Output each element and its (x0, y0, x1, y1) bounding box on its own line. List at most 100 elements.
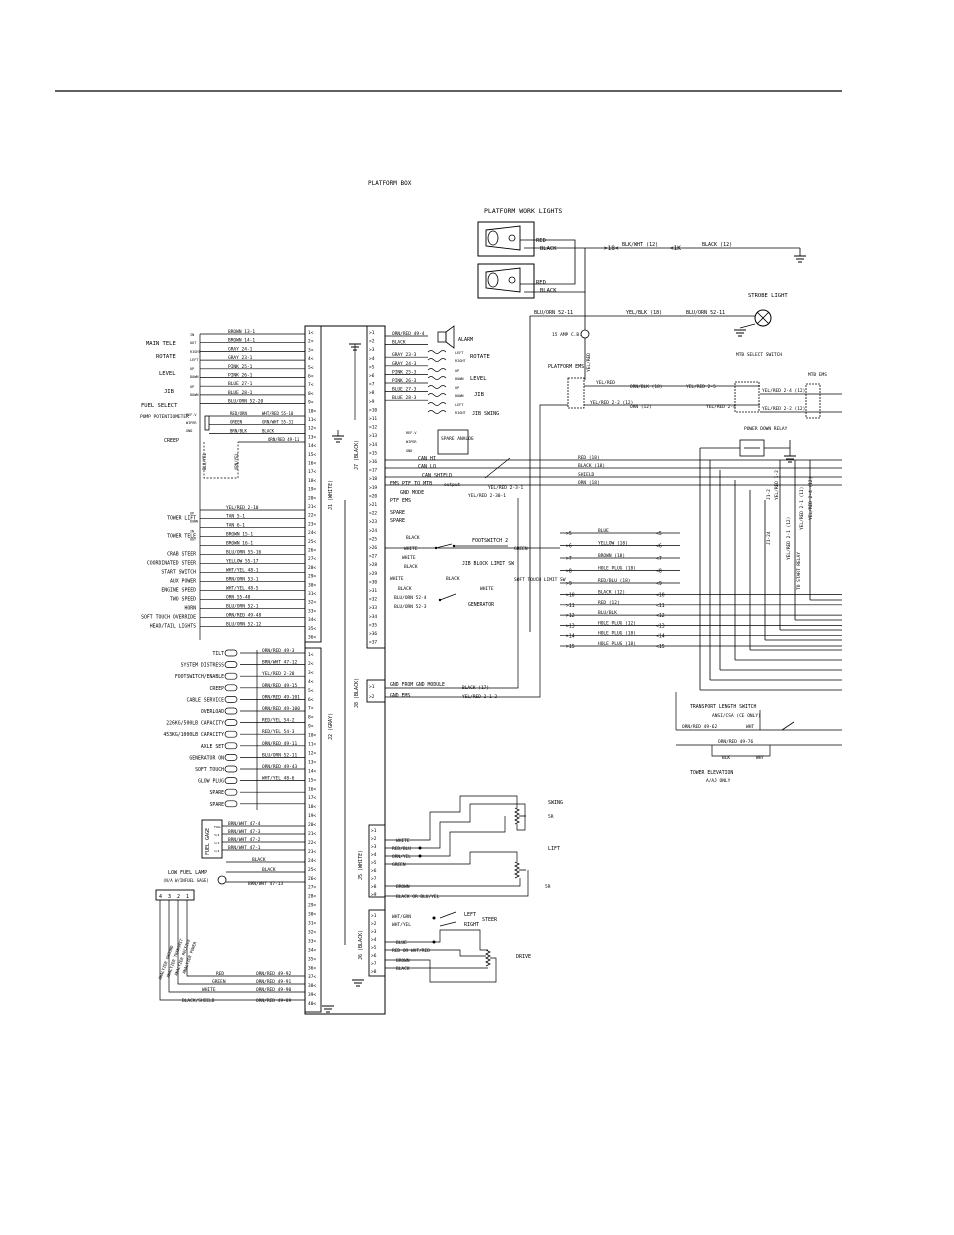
level-label: LEVEL (159, 371, 176, 377)
wire-label: YEL/RED 2-3-1 (488, 485, 524, 491)
spare-label: SPARE (390, 518, 405, 524)
lamp-icon (224, 777, 238, 784)
wire-label: ORN/RED 49-76 (718, 739, 754, 745)
wire-label: PINK 25-3 (392, 369, 417, 375)
wire-label: GRAY 24-1 (228, 346, 253, 352)
connector-pin: 30< (308, 582, 316, 588)
wire-label: WHT/RED 55-18 (262, 411, 294, 416)
wire-label: WHITE (202, 987, 216, 993)
wire-label: YEL/RED 2-2 (12) (590, 400, 633, 406)
ground-icon (331, 435, 345, 443)
connector-pin: >19 (369, 485, 377, 491)
connector-pin: >34 (369, 614, 377, 620)
pin-label: <15 (656, 644, 665, 650)
pin-label: >10 (566, 593, 575, 599)
connector-pin: >30 (369, 579, 377, 585)
wire-label: PINK 26-1 (228, 373, 253, 379)
wire-label: ORN/BLK (18) (630, 384, 663, 390)
connector-pin: 9< (308, 400, 314, 406)
work-lights: PLATFORM WORK LIGHTS RED BLACK RED BLACK… (477, 207, 807, 299)
wire-label: BLUE (598, 528, 609, 534)
left-groups: MAIN TELE ROTATE LEVEL JIB FUEL SELECT P… (140, 333, 239, 479)
io-label: RIGHT (455, 359, 466, 363)
steer-right-label: RIGHT (464, 922, 479, 928)
wire-label: YEL/BLK (18) (626, 310, 662, 316)
connector-pin: 22< (308, 840, 316, 846)
j5-label: J5 (WHITE) (358, 850, 364, 880)
wire-label: BLU/ORN 52-12 (226, 622, 262, 628)
wire-label: BLACK (262, 867, 276, 873)
connector-pin: 10< (308, 408, 316, 414)
wire-label: BLACK (446, 576, 460, 582)
low-fuel-sub: (N/A W/INFUEL GAGE) (163, 878, 209, 883)
connector-pin: 2< (308, 339, 314, 345)
connector-pin: 15< (308, 452, 316, 458)
wire-label: RED/YEL 54-3 (262, 729, 295, 735)
mtb-ems-switch[interactable] (805, 383, 821, 419)
connector-pin: 18< (308, 804, 316, 810)
wire-label: ORN/RED 49-11 (268, 437, 300, 442)
wire-label: GREEN (230, 420, 243, 425)
connector-pin: >6 (369, 373, 375, 379)
connector-pin: >1 (369, 684, 375, 690)
connector-pin: 38< (308, 983, 316, 989)
wire-label: ORN/YEL (392, 854, 411, 860)
wire-label: BLU/ORN 52-11 (534, 310, 573, 316)
fuse-label: 15 AMP C.B. (552, 332, 582, 338)
pin-label: >7 (566, 556, 572, 562)
wire-label: RED (18) (578, 455, 600, 461)
connector-pin: 1< (308, 652, 314, 658)
wire-label: WHT/GRN (392, 914, 411, 920)
wire-label: BROWN 15-1 (226, 532, 253, 538)
wire-label: WHITE (390, 576, 404, 582)
wire-label: J1-2 (766, 489, 772, 500)
circuit-label: COORDINATED STEER (147, 561, 196, 567)
connector-pin: >8 (371, 884, 377, 890)
wire-label: BLACK (252, 857, 266, 863)
wire-label: YEL/RED 2-4 (12) (808, 477, 814, 520)
connector-pin: 29< (308, 903, 316, 909)
wire-label: J1-24 (766, 531, 772, 545)
wire-label: BLACK (12) (598, 590, 625, 596)
ems-switch[interactable] (567, 377, 585, 409)
wire-label: BLUE 27-1 (228, 381, 253, 387)
drive-potentiometer-icon[interactable] (485, 949, 491, 967)
lift-potentiometer-icon[interactable] (514, 861, 526, 879)
connector-pin: 19< (308, 487, 316, 493)
wire-label: YEL/RED 2-2 (12) (762, 406, 805, 412)
connector-pin: 5< (308, 365, 314, 371)
footswitch-icon[interactable] (434, 543, 508, 550)
swing-potentiometer-icon[interactable] (514, 807, 526, 825)
mtb-select-switch[interactable] (734, 381, 760, 413)
wire-label: BLACK (404, 564, 418, 570)
wire-label: HOLE PLUG (18) (598, 631, 636, 637)
lamp-label: AXLE SET (201, 744, 224, 750)
drive-label: DRIVE (516, 954, 531, 960)
wire-label: BRN/WHT 47-1 (228, 845, 261, 851)
wire-label: RED/BLU (392, 846, 411, 852)
connector-pin: 2< (308, 661, 314, 667)
connector-pin: 3< (308, 670, 314, 676)
wire-label: YEL/RED 2-4 (706, 404, 736, 410)
connector-pin: >12 (369, 425, 377, 431)
wire-label: WHITE (404, 546, 418, 552)
gage-level: FULL (214, 825, 221, 829)
connector-pin: 17< (308, 795, 316, 801)
lamp-label: 226KG/500LB CAPACITY (166, 721, 224, 727)
j6-label: J6 (BLACK) (358, 930, 364, 960)
lamp-icon (224, 649, 238, 657)
lamp-label: SYSTEM DISTRESS (181, 663, 224, 669)
connector-pin: 30< (308, 912, 316, 918)
connector-pin: >2 (369, 339, 375, 345)
io-label: RIGHT (455, 411, 466, 415)
right-vertical-wires: J1-2 YEL/RED 1-2 YEL/RED 2-1 (11) YEL/RE… (699, 448, 842, 691)
lamp-label: OVERLOAD (201, 709, 224, 715)
connector-pin: >2 (371, 836, 377, 842)
wire-label: BLU/BLK (598, 610, 617, 616)
wire-label: YEL/RED 2-28 (262, 671, 295, 677)
connector-pin: >13 (369, 433, 377, 439)
wire-label: WHT (746, 724, 754, 730)
pin-label: 3 (168, 894, 171, 900)
connector-pin: >36 (369, 631, 377, 637)
steer-switch-icon[interactable] (439, 911, 457, 927)
